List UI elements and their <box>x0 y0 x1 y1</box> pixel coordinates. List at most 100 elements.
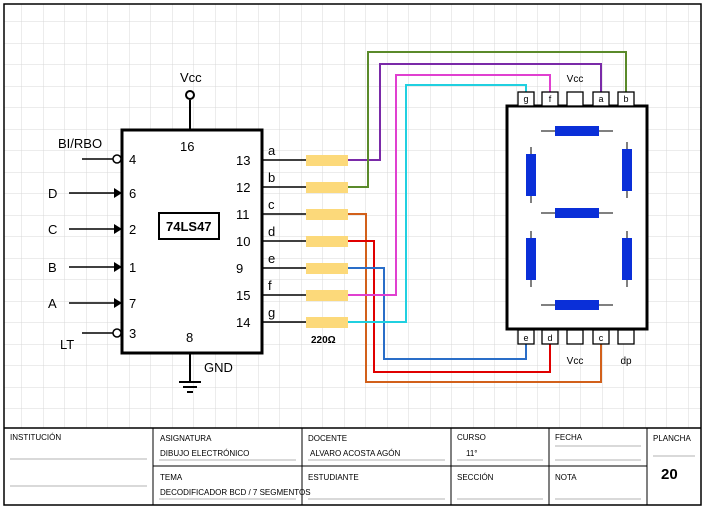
resistor <box>306 317 348 328</box>
display-pin <box>566 91 584 107</box>
display-pin <box>592 329 610 345</box>
output-pin-number: 11 <box>236 207 250 222</box>
institucion-label: INSTITUCIÓN <box>10 433 61 442</box>
chip-body <box>120 128 264 355</box>
estudiante-label: ESTUDIANTE <box>308 473 359 482</box>
display-pin <box>617 329 635 345</box>
output-segment-label: b <box>268 170 275 185</box>
output-segment-label: d <box>268 224 275 239</box>
input-label: LT <box>60 337 74 352</box>
sheet-border <box>3 3 702 506</box>
segment-d <box>555 300 599 310</box>
display-pin-label: f <box>549 94 552 104</box>
output-pin-number: 12 <box>236 180 250 195</box>
input-pin-number: 7 <box>129 296 136 311</box>
inversion-bubble <box>112 154 122 164</box>
display-pin-label: dp <box>620 356 632 367</box>
wire-segment-f <box>348 74 551 296</box>
display-pin-label: e <box>523 333 528 343</box>
display-pin <box>566 329 584 345</box>
input-label: C <box>48 222 57 237</box>
docente-value: ALVARO ACOSTA AGÓN <box>310 449 400 458</box>
display-pin-label: b <box>623 94 628 104</box>
nota-label: NOTA <box>555 473 577 482</box>
output-segment-label: g <box>268 305 275 320</box>
segment-e <box>526 238 536 280</box>
input-arrow-icon <box>114 262 122 272</box>
output-segment-label: f <box>268 278 272 293</box>
output-pin-number: 10 <box>236 234 250 249</box>
decoder-ic: Vcc 16 74LS47 8 GND <box>120 70 264 393</box>
segment-c <box>622 238 632 280</box>
wire-segment-a <box>348 63 602 161</box>
resistors <box>306 155 348 328</box>
output-segment-label: e <box>268 251 275 266</box>
input-pin-number: 4 <box>129 152 136 167</box>
plancha-value: 20 <box>661 466 678 483</box>
resistor-label: 220Ω <box>311 335 336 346</box>
wire-segment-d <box>348 240 551 373</box>
plancha-label: PLANCHA <box>653 434 691 443</box>
display-pin <box>517 329 535 345</box>
input-label: B <box>48 260 57 275</box>
input-pin-number: 6 <box>129 186 136 201</box>
segment-g <box>555 208 599 218</box>
title-block: INSTITUCIÓN ASIGNATURA DIBUJO ELECTRÓNIC… <box>4 427 701 505</box>
output-pin-number: 14 <box>236 315 250 330</box>
input-pin-number: 3 <box>129 326 136 341</box>
resistor <box>306 290 348 301</box>
display-pin <box>617 91 635 107</box>
curso-value: 11° <box>466 449 478 458</box>
resistor <box>306 155 348 166</box>
display-pin-label: Vcc <box>567 74 584 85</box>
fecha-label: FECHA <box>555 433 583 442</box>
input-label: D <box>48 186 57 201</box>
output-pin-number: 13 <box>236 153 250 168</box>
input-arrow-icon <box>114 298 122 308</box>
output-segment-label: a <box>268 143 276 158</box>
wire-segment-c <box>348 213 602 383</box>
input-label: BI/RBO <box>58 136 102 151</box>
inversion-bubble <box>112 328 122 338</box>
chip-gnd-pin: 8 <box>186 330 193 345</box>
output-segment-label: c <box>268 197 275 212</box>
input-pin-number: 1 <box>129 260 136 275</box>
chip-vcc-label: Vcc <box>180 70 202 85</box>
vcc-terminal <box>185 90 195 100</box>
wire-segment-e <box>348 267 527 360</box>
chip-vcc-pin: 16 <box>180 139 194 154</box>
chip-gnd-label: GND <box>204 360 233 375</box>
wire-segment-g <box>348 84 527 323</box>
display-pin-label: c <box>599 333 604 343</box>
input-arrow-icon <box>114 188 122 198</box>
asignatura-label: ASIGNATURA <box>160 434 212 443</box>
display-pin <box>592 91 610 107</box>
chip-name: 74LS47 <box>166 219 212 234</box>
curso-label: CURSO <box>457 433 486 442</box>
display-pin-label: d <box>547 333 552 343</box>
display-pin-label: g <box>523 94 528 104</box>
docente-label: DOCENTE <box>308 434 347 443</box>
resistor <box>306 263 348 274</box>
resistor <box>306 182 348 193</box>
display-pin <box>541 329 559 345</box>
resistor <box>306 236 348 247</box>
segment-a <box>555 126 599 136</box>
asignatura-value: DIBUJO ELECTRÓNICO <box>160 449 249 458</box>
display-segments <box>526 126 632 310</box>
tema-value: DECODIFICADOR BCD / 7 SEGMENTOS <box>160 488 311 497</box>
chip-name-box <box>158 212 220 240</box>
wires <box>348 51 627 383</box>
display-pin-label: a <box>598 94 603 104</box>
seccion-label: SECCIÓN <box>457 473 494 482</box>
resistor <box>306 209 348 220</box>
wire-segment-b <box>348 51 627 188</box>
input-pin-number: 2 <box>129 222 136 237</box>
segment-f <box>526 154 536 196</box>
input-arrow-icon <box>114 224 122 234</box>
output-pin-number: 15 <box>236 288 250 303</box>
